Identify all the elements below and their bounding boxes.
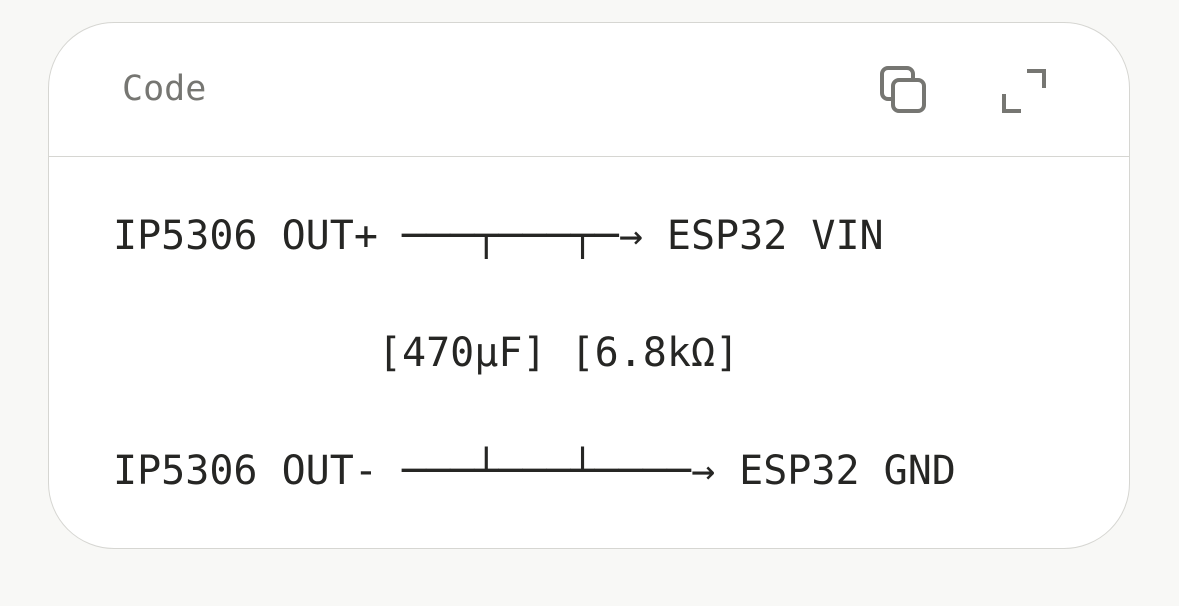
code-content: IP5306 OUT+ ───┬───┬─→ ESP32 VIN [470µF]… — [49, 157, 1129, 548]
code-line-power-positive: IP5306 OUT+ ───┬───┬─→ ESP32 VIN — [113, 213, 884, 259]
code-block: Code IP5306 OUT+ ───┬───┬─→ ESP32 VIN [4… — [48, 22, 1130, 549]
code-line-power-negative: IP5306 OUT- ───┴───┴────→ ESP32 GND — [113, 448, 956, 494]
copy-icon — [880, 66, 926, 113]
expand-button[interactable] — [996, 63, 1052, 119]
code-language-label: Code — [122, 69, 207, 109]
copy-button[interactable] — [876, 63, 932, 119]
code-block-header: Code — [49, 23, 1129, 157]
expand-icon — [1002, 69, 1046, 113]
code-line-components: [470µF] [6.8kΩ] — [113, 330, 740, 376]
